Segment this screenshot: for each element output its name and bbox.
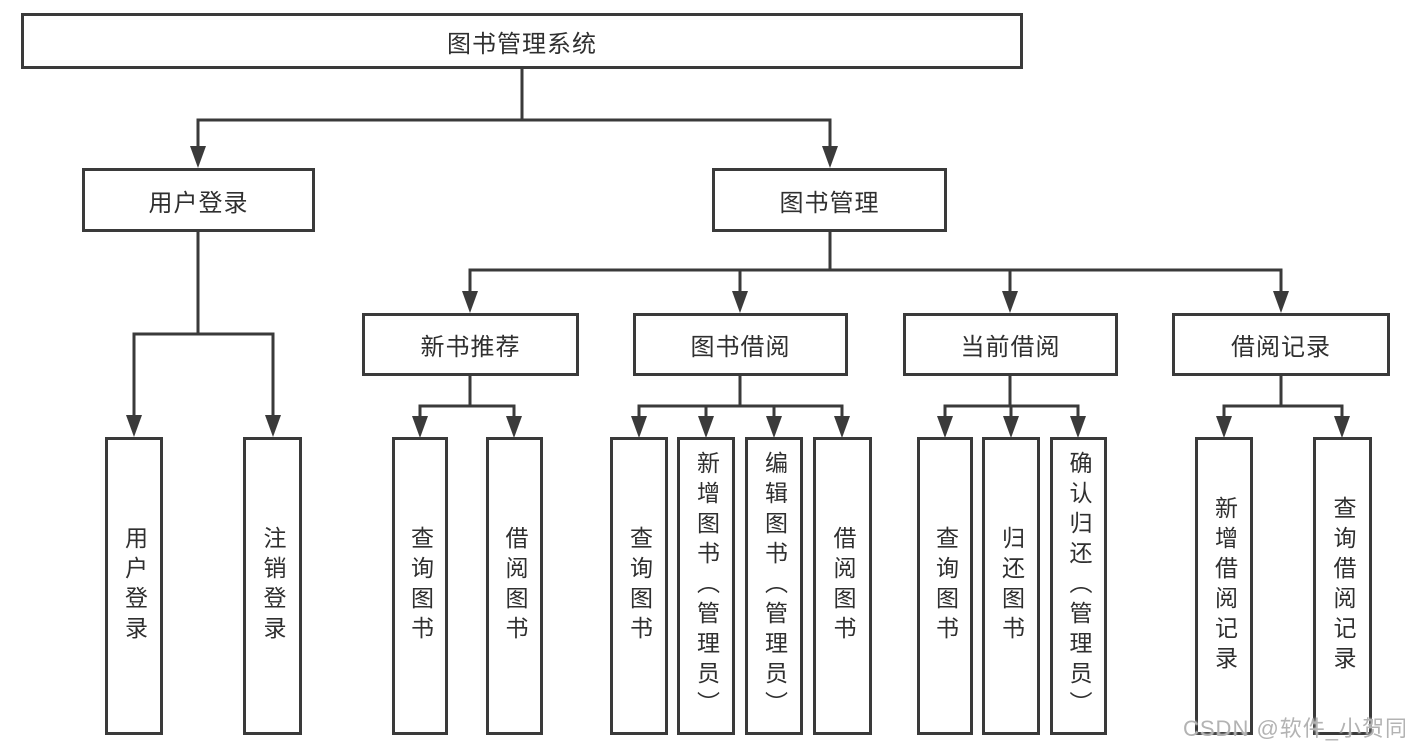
- arrow-down-icon: [506, 416, 522, 438]
- node-label: 查询借阅记录: [1330, 496, 1356, 676]
- leaf-recommend-query-books: 查询图书: [392, 437, 448, 735]
- edge-book-management-children: [462, 230, 1289, 313]
- arrow-down-icon: [265, 415, 281, 437]
- node-label: 借阅图书: [502, 526, 528, 646]
- leaf-current-confirm-return-admin: 确认归还（管理员）: [1050, 437, 1107, 735]
- node-label: 当前借阅: [960, 334, 1061, 361]
- edge-book-borrow-children: [631, 374, 850, 438]
- node-user-login: 用户登录: [82, 168, 315, 232]
- leaf-borrow-borrow-books: 借阅图书: [813, 437, 872, 735]
- node-label: 归还图书: [998, 526, 1025, 646]
- node-label: 编辑图书（管理员）: [761, 451, 788, 721]
- edge-new-book-recommend-children: [412, 374, 522, 438]
- arrow-down-icon: [834, 416, 850, 438]
- node-borrow-records: 借阅记录: [1172, 313, 1390, 376]
- arrow-down-icon: [1002, 291, 1018, 313]
- arrow-down-icon: [190, 146, 206, 168]
- node-library-system: 图书管理系统: [21, 13, 1023, 69]
- edge-user-login-children: [126, 230, 281, 437]
- arrow-down-icon: [1334, 416, 1350, 438]
- arrow-down-icon: [1003, 416, 1019, 438]
- node-label: 图书管理系统: [447, 30, 597, 58]
- leaf-borrow-edit-book-admin: 编辑图书（管理员）: [745, 437, 803, 735]
- node-label: 图书管理: [779, 189, 880, 217]
- arrow-down-icon: [698, 416, 714, 438]
- node-label: 借阅图书: [830, 526, 856, 646]
- node-label: 用户登录: [148, 189, 249, 217]
- node-book-management: 图书管理: [712, 168, 947, 232]
- leaf-current-return-books: 归还图书: [982, 437, 1040, 735]
- arrow-down-icon: [822, 146, 838, 168]
- node-label: 查询图书: [932, 526, 959, 646]
- node-label: 借阅记录: [1231, 334, 1331, 361]
- edge-root-to-level2: [190, 67, 838, 168]
- watermark: CSDN @软件_小贺同学: [1183, 716, 1405, 741]
- node-label: 新书推荐: [420, 334, 521, 361]
- arrow-down-icon: [732, 291, 748, 313]
- node-label: 注销登录: [260, 526, 286, 646]
- leaf-user-login: 用户登录: [105, 437, 163, 735]
- arrow-down-icon: [126, 415, 142, 437]
- leaf-recommend-borrow-books: 借阅图书: [486, 437, 543, 735]
- leaf-records-add-record: 新增借阅记录: [1195, 437, 1253, 735]
- leaf-borrow-query-books: 查询图书: [610, 437, 668, 735]
- arrow-down-icon: [766, 416, 782, 438]
- node-label: 查询图书: [626, 526, 653, 646]
- node-book-borrow: 图书借阅: [633, 313, 848, 376]
- arrow-down-icon: [1273, 291, 1289, 313]
- node-label: 确认归还（管理员）: [1066, 451, 1092, 721]
- leaf-records-query-record: 查询借阅记录: [1313, 437, 1372, 735]
- node-label: 查询图书: [407, 526, 434, 646]
- edge-borrow-records-children: [1216, 374, 1350, 438]
- node-label: 新增借阅记录: [1211, 496, 1238, 676]
- arrow-down-icon: [412, 416, 428, 438]
- leaf-borrow-add-book-admin: 新增图书（管理员）: [677, 437, 735, 735]
- leaf-current-query-books: 查询图书: [917, 437, 973, 735]
- arrow-down-icon: [631, 416, 647, 438]
- leaf-logout: 注销登录: [243, 437, 302, 735]
- edge-current-borrow-children: [937, 374, 1086, 438]
- node-label: 用户登录: [121, 526, 148, 646]
- node-new-book-recommend: 新书推荐: [362, 313, 579, 376]
- arrow-down-icon: [937, 416, 953, 438]
- arrow-down-icon: [1070, 416, 1086, 438]
- arrow-down-icon: [1216, 416, 1232, 438]
- node-label: 图书借阅: [690, 334, 791, 361]
- node-label: 新增图书（管理员）: [693, 451, 720, 721]
- arrow-down-icon: [462, 291, 478, 313]
- node-current-borrow: 当前借阅: [903, 313, 1118, 376]
